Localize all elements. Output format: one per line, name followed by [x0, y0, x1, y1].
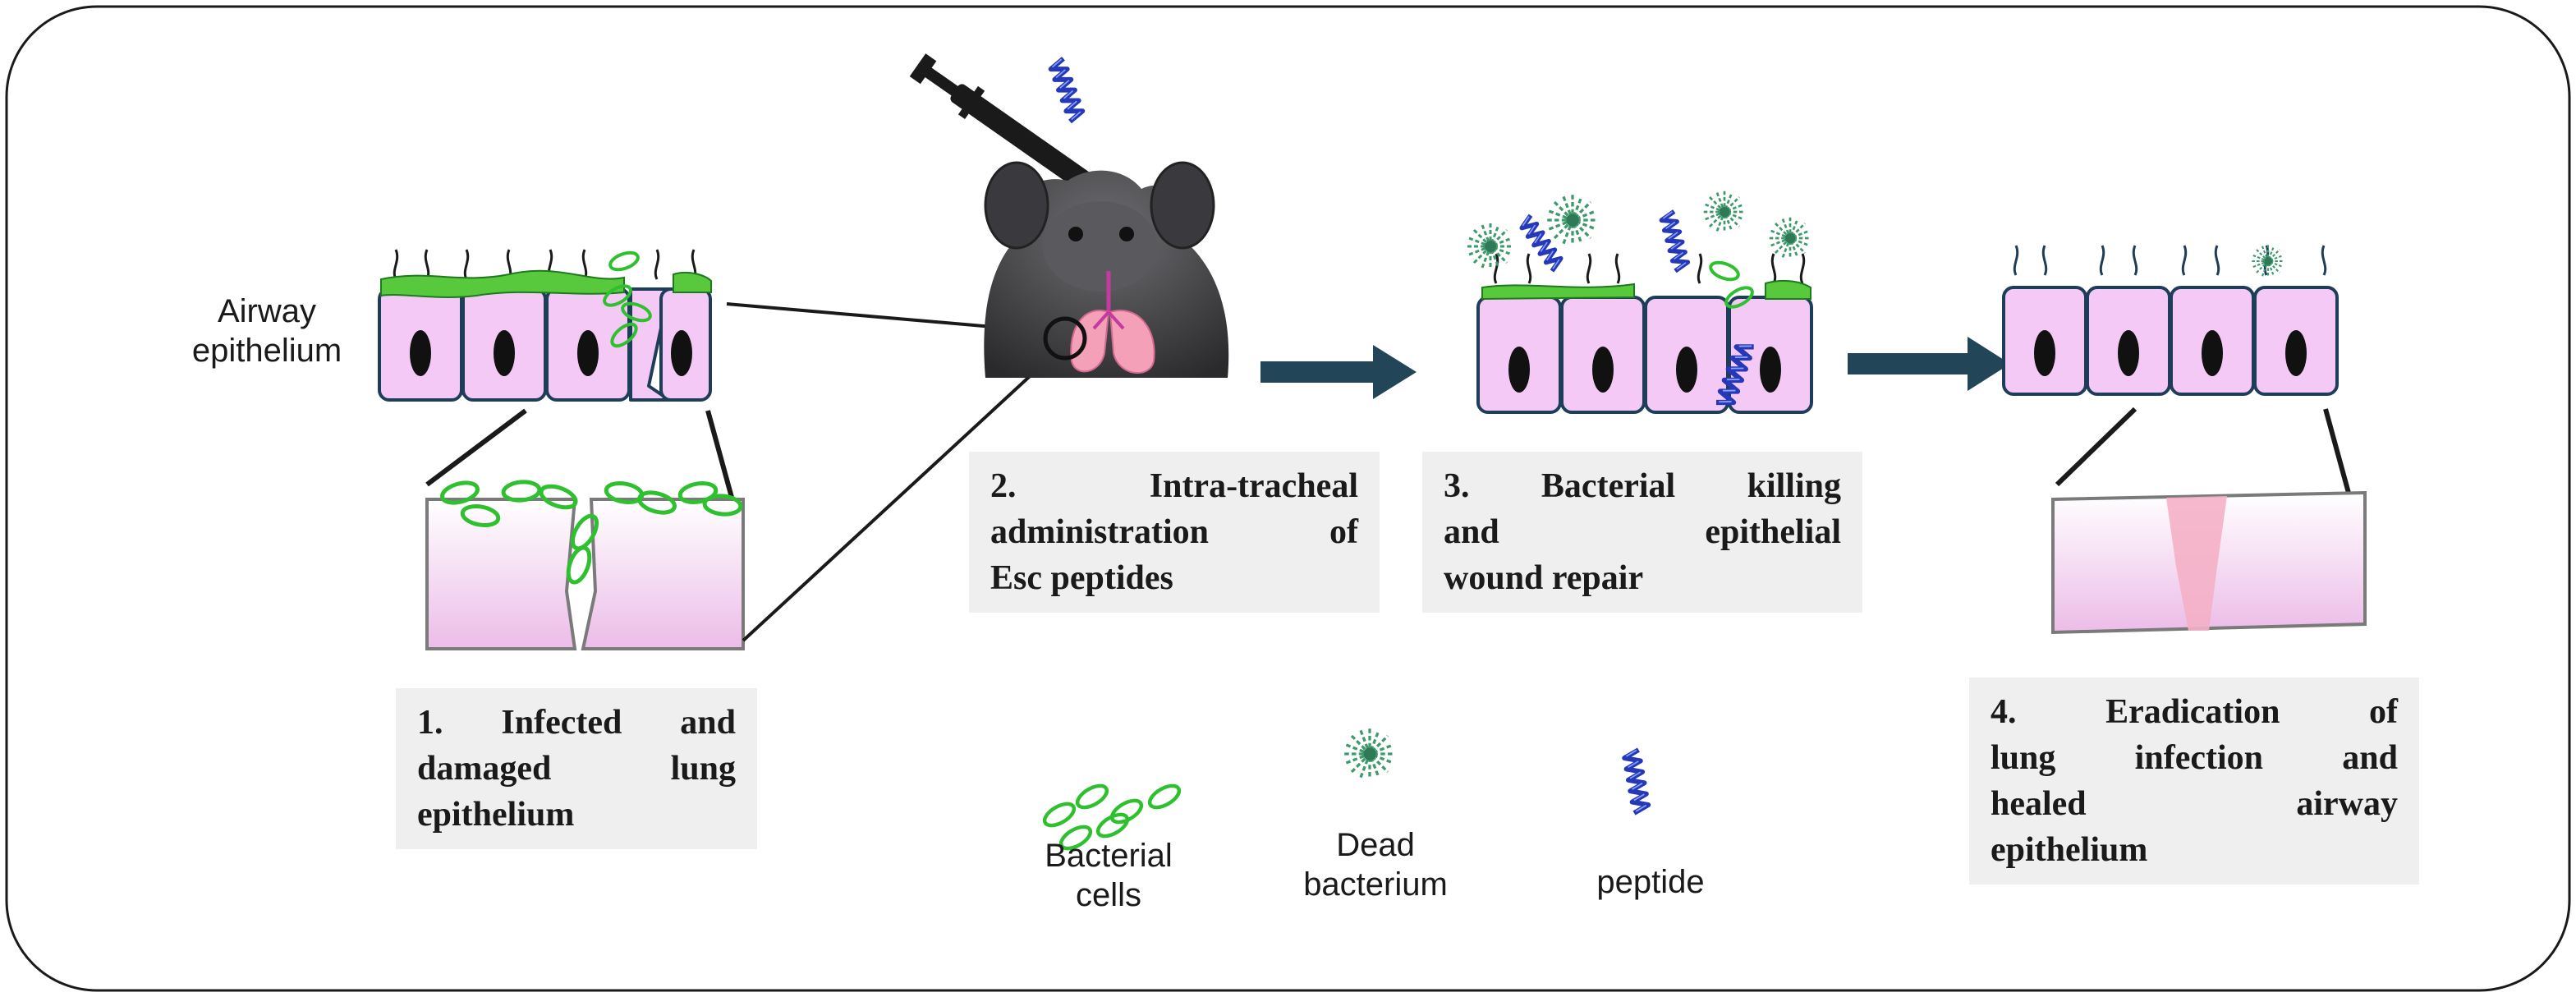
step-1-caption: 1. Infected and damaged lung epithelium	[396, 688, 757, 849]
healing-epithelium	[1466, 190, 1813, 414]
legend-dead-bacterium-icon	[1343, 727, 1397, 781]
step-4-caption: 4. Eradication of lung infection and hea…	[1969, 678, 2419, 884]
legend-bacteria-label: Bacterial cells	[1045, 838, 1173, 913]
outer-frame	[5, 5, 2571, 992]
airway-label-line1: Airway	[217, 293, 317, 329]
legend-peptide-label: peptide	[1596, 864, 1705, 900]
legend-dead-bacterium-label: Dead bacterium	[1303, 827, 1448, 903]
legend-peptide-icon	[1623, 750, 1649, 813]
healed-epithelium	[2002, 244, 2367, 635]
step-2-caption: 2. Intra-tracheal administration of Esc …	[969, 452, 1380, 613]
process-arrows	[1260, 337, 2010, 399]
airway-epithelium-label: Airway epithelium	[177, 292, 357, 370]
mouse-illustration	[909, 53, 1229, 378]
airway-label-line2: epithelium	[191, 333, 342, 369]
step-3-caption: 3. Bacterial killing and epithelial woun…	[1422, 452, 1862, 613]
infected-epithelium	[378, 250, 1061, 650]
